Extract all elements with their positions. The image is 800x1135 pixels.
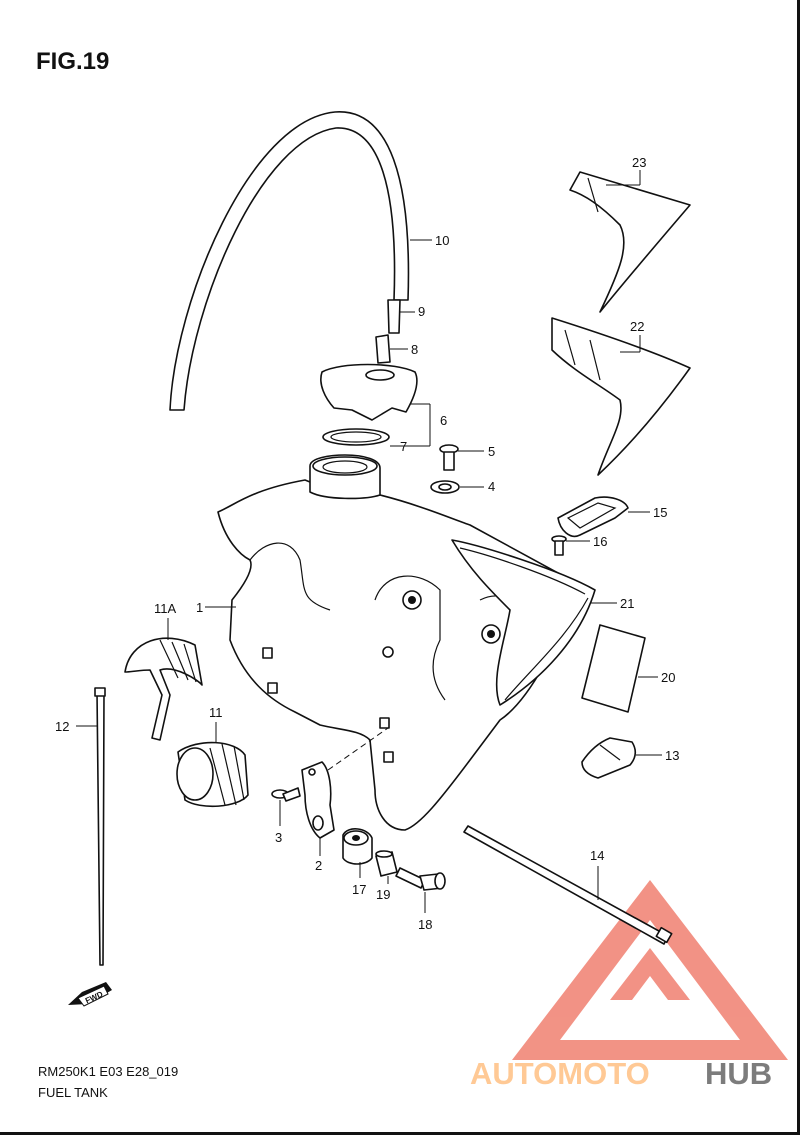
callout-16: 16 — [593, 534, 607, 549]
callout-11: 11 — [209, 705, 223, 720]
callout-21: 21 — [620, 596, 634, 611]
figure-title: FIG.19 — [36, 48, 110, 75]
tank-shroud-21 — [451, 539, 617, 706]
callout-20: 20 — [661, 670, 675, 685]
screw-5 — [439, 444, 484, 471]
watermark-triangle — [512, 880, 788, 1060]
callout-7: 7 — [400, 439, 407, 454]
tank-cover-23 — [569, 170, 691, 313]
callout-8: 8 — [411, 342, 418, 357]
watermark-logo — [512, 880, 788, 1060]
callout-17: 17 — [352, 882, 366, 897]
figure-code: RM250K1 E03 E28_019 — [38, 1064, 179, 1079]
damper-17 — [342, 828, 373, 878]
callout-5: 5 — [488, 444, 495, 459]
callout-14: 14 — [590, 848, 604, 863]
callout-11a: 11A — [154, 601, 176, 616]
cushion-13 — [581, 737, 662, 779]
callout-4: 4 — [488, 479, 495, 494]
tank-strap-15 — [557, 496, 650, 537]
forward-direction-badge: FWD — [68, 982, 112, 1007]
tank-cover-22 — [551, 317, 691, 476]
callout-1: 1 — [196, 600, 203, 615]
figure-name: FUEL TANK — [38, 1085, 108, 1100]
watermark-text-secondary: HUB — [705, 1056, 772, 1091]
pad-20 — [581, 624, 658, 713]
watermark-text-primary: AUTOMOTO — [470, 1056, 650, 1091]
collar-19 — [375, 850, 398, 884]
breather-hose — [169, 111, 410, 411]
bolt-18 — [395, 867, 446, 913]
callout-15: 15 — [653, 505, 667, 520]
callout-18: 18 — [418, 917, 432, 932]
watermark-inner-mark — [610, 948, 690, 1000]
callout-6: 6 — [440, 413, 447, 428]
hose-fitting — [387, 299, 401, 334]
callout-2: 2 — [315, 858, 322, 873]
cable-tie-12 — [76, 687, 106, 966]
bracket-2 — [301, 727, 389, 856]
callout-10: 10 — [435, 233, 449, 248]
callout-3: 3 — [275, 830, 282, 845]
screw-3 — [271, 787, 301, 826]
spring-11 — [176, 722, 249, 808]
screw-16 — [551, 535, 590, 556]
callout-22: 22 — [630, 319, 644, 334]
clip-11a — [124, 618, 203, 741]
callout-23: 23 — [632, 155, 646, 170]
vent-valve — [375, 334, 391, 364]
callout-19: 19 — [376, 887, 390, 902]
fuel-cap — [320, 363, 430, 421]
grommet-4 — [430, 480, 484, 494]
callout-12: 12 — [55, 719, 69, 734]
callout-9: 9 — [418, 304, 425, 319]
cable-tie-14 — [463, 825, 673, 945]
callout-13: 13 — [665, 748, 679, 763]
